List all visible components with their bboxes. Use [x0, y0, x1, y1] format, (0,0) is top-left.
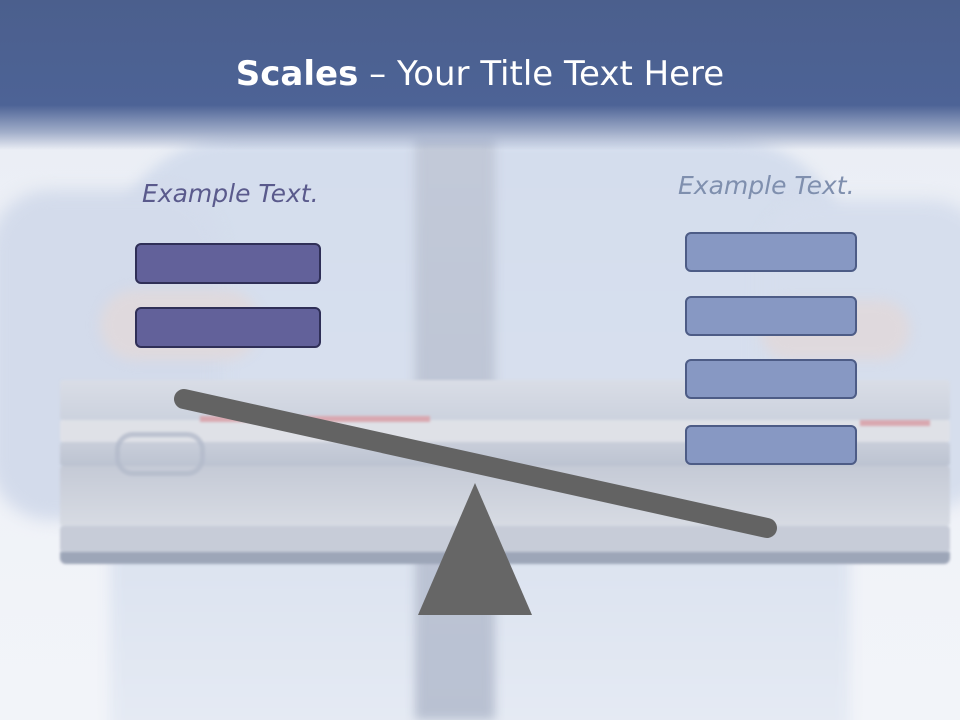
- scale-beam[interactable]: [174, 389, 777, 538]
- header-band: [0, 0, 960, 150]
- right-box-3[interactable]: [685, 359, 857, 399]
- right-box-2[interactable]: [685, 296, 857, 336]
- title-text: – Your Title Text Here: [358, 54, 725, 94]
- right-box-4[interactable]: [685, 425, 857, 465]
- title-keyword: Scales: [235, 54, 359, 94]
- scale-fulcrum[interactable]: [418, 483, 532, 615]
- slide-title[interactable]: Scales – Your Title Text Here: [0, 52, 960, 96]
- left-box-1[interactable]: [135, 243, 321, 284]
- left-example-text[interactable]: Example Text.: [142, 179, 319, 208]
- left-box-2[interactable]: [135, 307, 321, 348]
- right-box-1[interactable]: [685, 232, 857, 272]
- right-example-text[interactable]: Example Text.: [678, 171, 855, 200]
- binder-clip: [115, 432, 205, 476]
